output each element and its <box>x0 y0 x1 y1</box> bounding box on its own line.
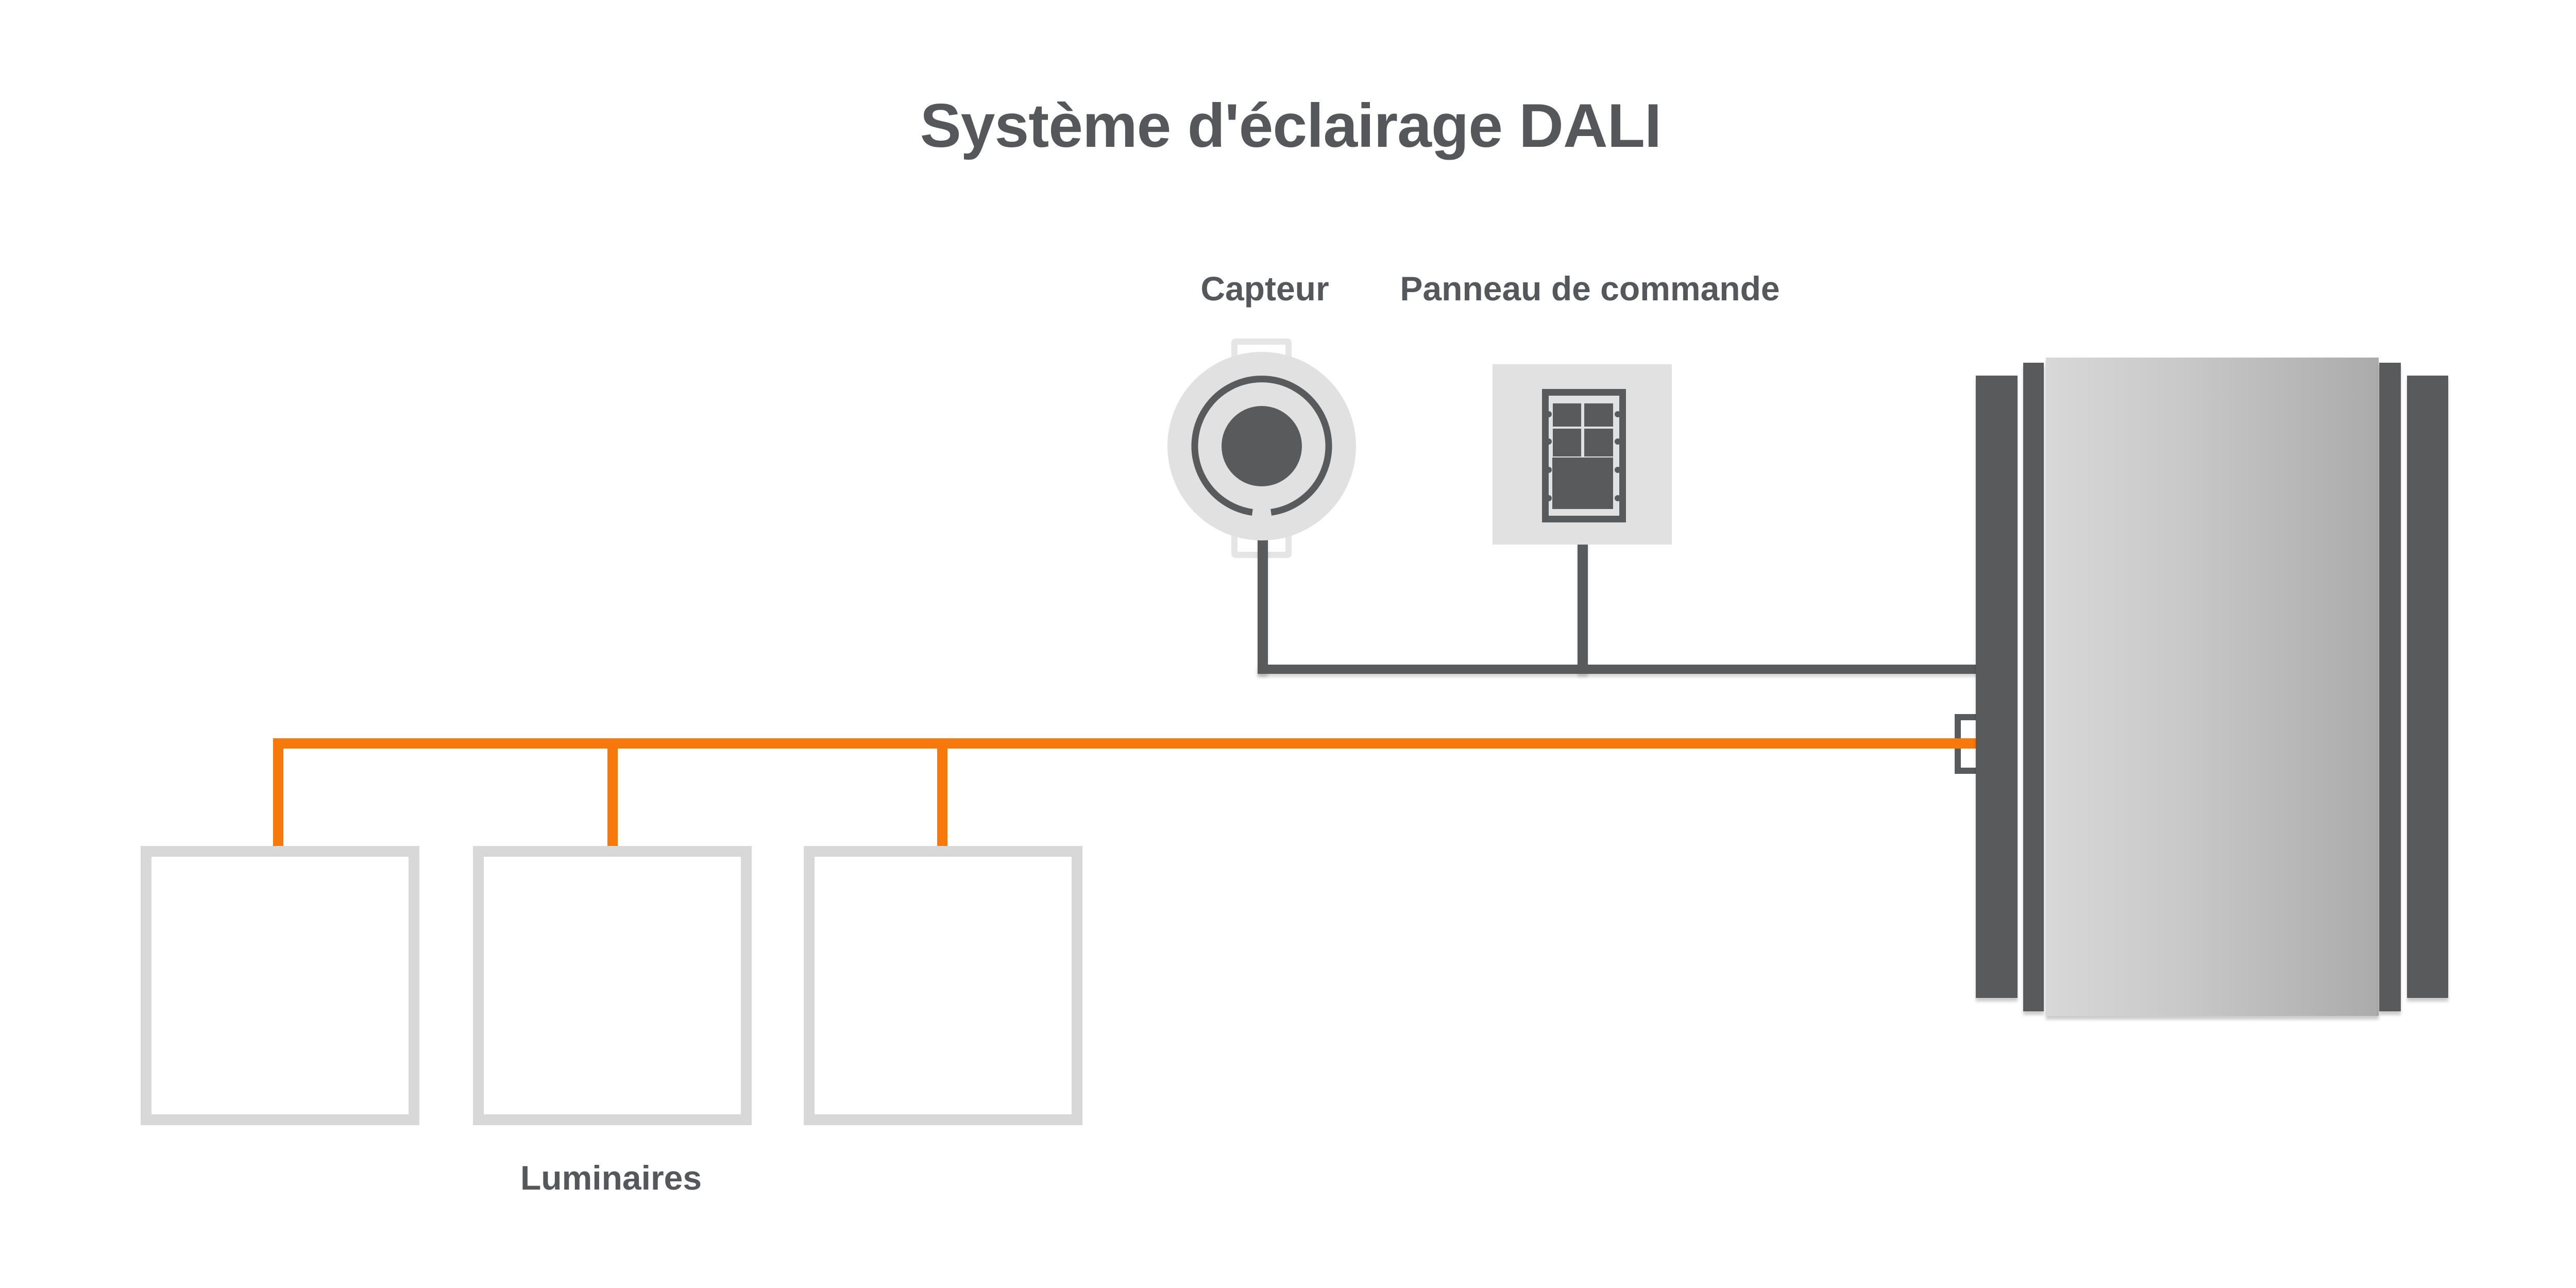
panel-screw <box>1546 467 1552 473</box>
luminaire-icon <box>473 846 752 1125</box>
panel-button <box>1553 403 1581 427</box>
driver-inner-band-left <box>2023 363 2044 1011</box>
control-panel-label: Panneau de commande <box>1400 269 1780 308</box>
control-panel-wire <box>1578 541 1588 674</box>
sensor-wire <box>1258 536 1268 674</box>
panel-button <box>1584 429 1613 456</box>
page-title: Système d'éclairage DALI <box>920 91 1662 160</box>
panel-screw <box>1615 438 1621 445</box>
sensor-label: Capteur <box>1200 269 1329 308</box>
luminaires-label: Luminaires <box>520 1159 702 1197</box>
panel-screw <box>1615 411 1621 417</box>
dali-bus-drop-1 <box>273 738 283 846</box>
light-sensor-icon <box>1167 352 1356 540</box>
luminaire-icon <box>141 846 419 1125</box>
driver-outer-band-left <box>1976 376 2018 998</box>
panel-screw <box>1546 411 1552 417</box>
dali-bus-drop-2 <box>607 738 618 846</box>
panel-button <box>1584 403 1613 427</box>
control-wire-line <box>1258 665 1989 674</box>
control-panel-faceplate <box>1542 389 1626 522</box>
luminaire-icon <box>804 846 1082 1125</box>
panel-screw <box>1546 495 1552 501</box>
panel-display <box>1552 457 1613 509</box>
panel-screw <box>1615 467 1621 473</box>
dali-bus-line <box>273 738 1976 749</box>
driver-inner-band-right <box>2379 363 2401 1011</box>
panel-screw <box>1546 438 1552 445</box>
panel-button <box>1553 429 1581 456</box>
panel-screw <box>1615 495 1621 501</box>
sensor-lens <box>1222 406 1302 486</box>
sensor-ring <box>1191 376 1332 516</box>
driver-outer-band-right <box>2407 376 2448 998</box>
dali-driver-cylinder-icon <box>2046 358 2379 1016</box>
dali-bus-drop-3 <box>937 738 947 846</box>
